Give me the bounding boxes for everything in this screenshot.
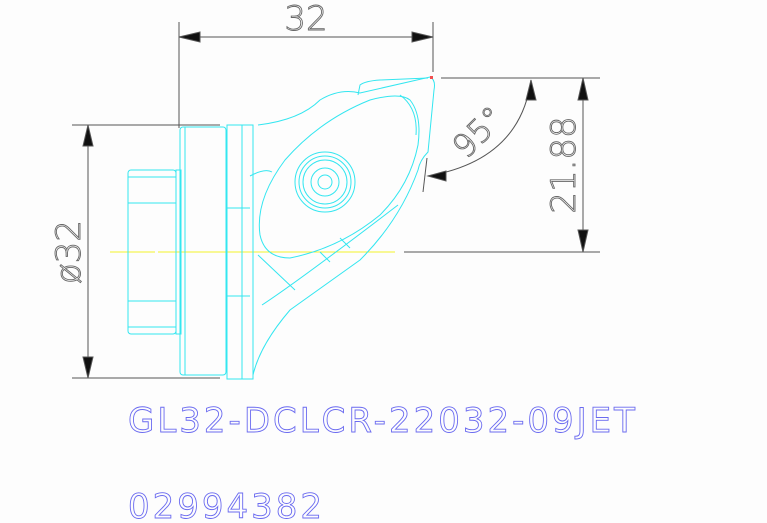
dimension-height-text: 21.88: [544, 116, 584, 213]
dimension-diameter: [72, 124, 220, 379]
part-code-label: GL32-DCLCR-22032-09JET: [128, 401, 638, 441]
insert-tip-marker: [430, 76, 433, 79]
dimension-angle: [422, 79, 537, 193]
dimension-width-text: 32: [284, 0, 327, 39]
dimension-width: [178, 22, 434, 128]
dimension-diameter-text: ø32: [49, 220, 89, 284]
dimension-height: [404, 77, 600, 253]
part-number-label: 02994382: [128, 487, 325, 523]
tool-holder-geometry: [127, 76, 435, 380]
dimension-angle-text: 95°: [445, 99, 512, 166]
